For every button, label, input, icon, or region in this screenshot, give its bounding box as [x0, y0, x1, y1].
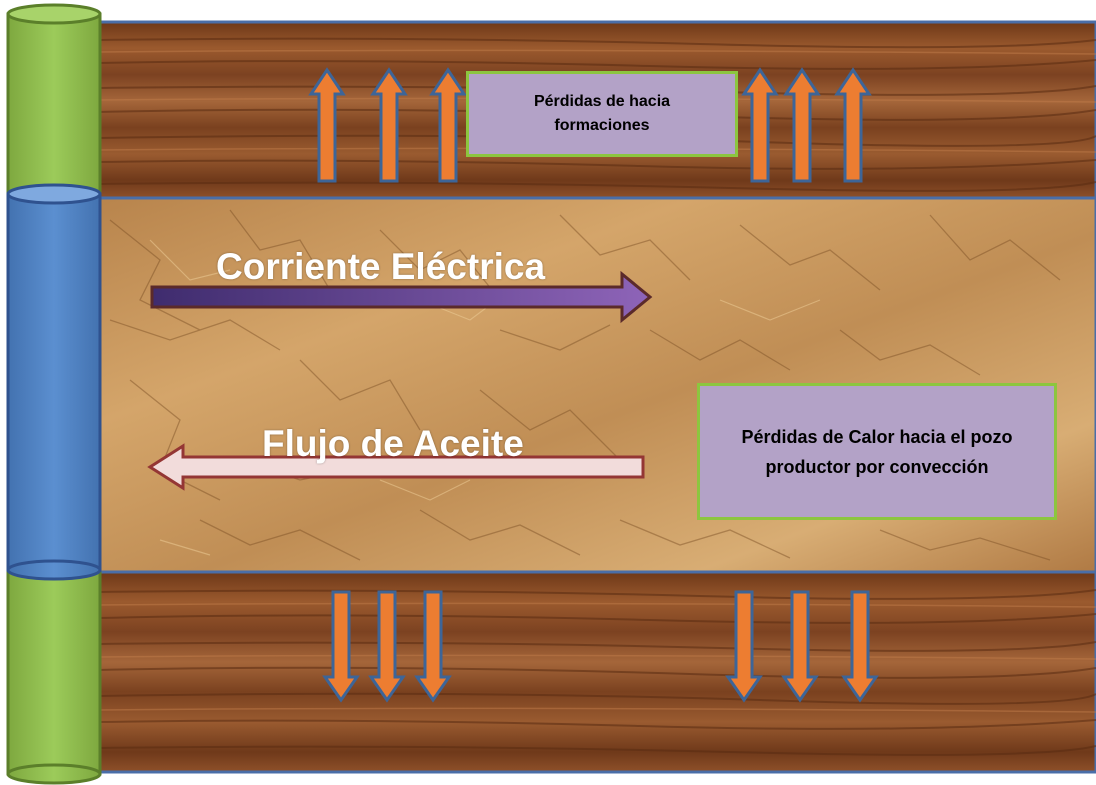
up-arrow — [429, 67, 467, 183]
down-arrow — [414, 590, 452, 703]
down-arrow — [368, 590, 406, 703]
formation-losses-label: Pérdidas de hacia formaciones — [466, 71, 738, 157]
down-arrow — [725, 590, 763, 703]
down-arrow — [841, 590, 879, 703]
down-arrow — [781, 590, 819, 703]
electric-current-label: Corriente Eléctrica — [216, 246, 546, 287]
producer-losses-label: Pérdidas de Calor hacia el pozo producto… — [697, 383, 1057, 520]
oil-flow-arrow — [147, 443, 645, 491]
up-arrow — [370, 67, 408, 183]
electric-current-arrow — [150, 270, 653, 324]
downward-arrows — [322, 590, 879, 703]
up-arrow — [308, 67, 346, 183]
heater-tubing — [6, 183, 102, 581]
up-arrow — [741, 67, 779, 183]
down-arrow — [322, 590, 360, 703]
oil-flow-label: Flujo de Aceite — [262, 423, 524, 464]
up-arrow — [834, 67, 872, 183]
lower-formation-layer — [96, 570, 1096, 774]
upward-arrows — [308, 67, 872, 183]
up-arrow — [783, 67, 821, 183]
